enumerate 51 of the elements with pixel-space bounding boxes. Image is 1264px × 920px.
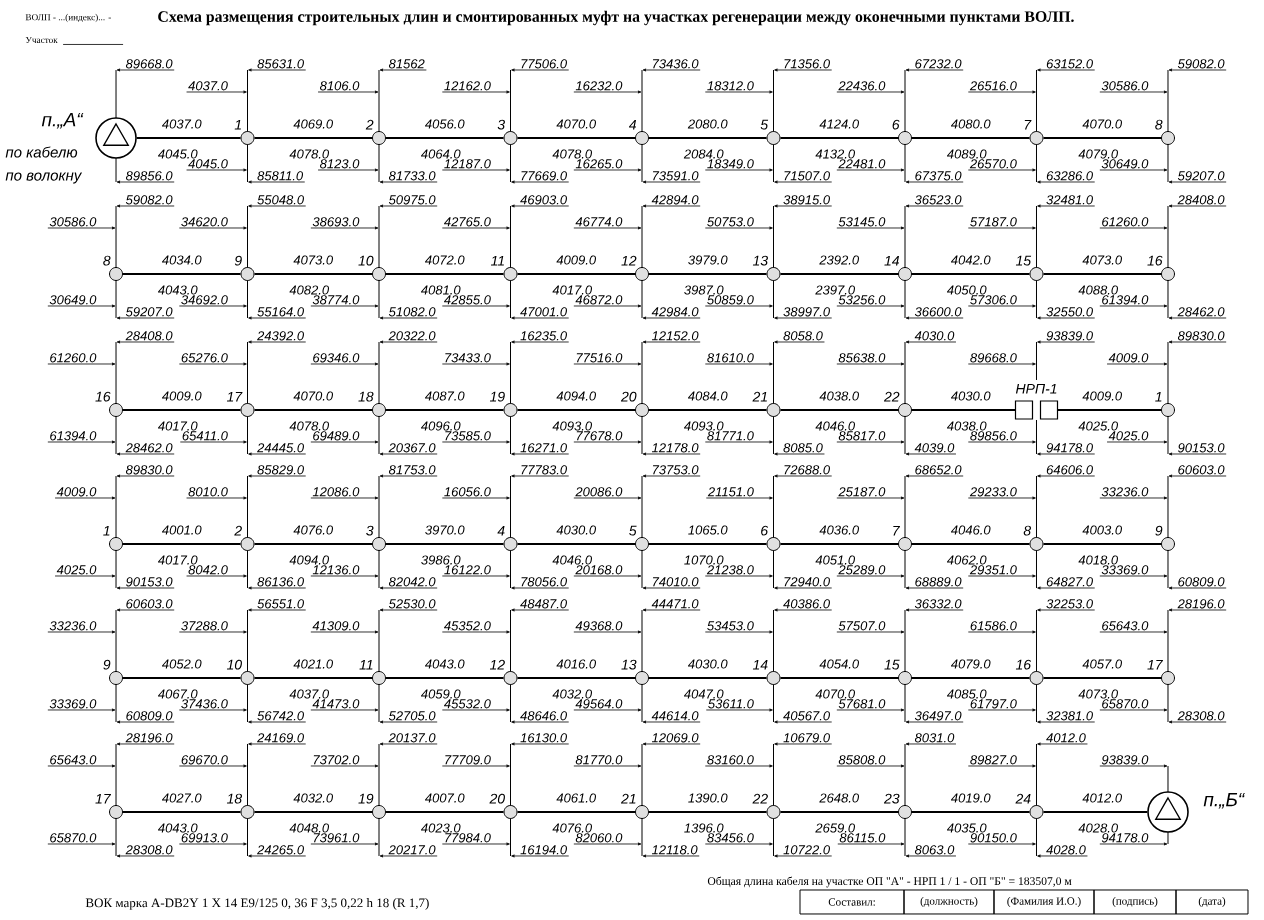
connector-line — [122, 677, 242, 679]
connector-line — [648, 543, 768, 545]
connector-line — [122, 543, 242, 545]
connector-line — [385, 137, 505, 139]
connector-line — [911, 137, 1031, 139]
connector-line — [648, 137, 768, 139]
connector-line — [648, 811, 768, 813]
connector-line — [648, 409, 768, 411]
connector-line — [779, 409, 899, 411]
connector-line — [122, 811, 242, 813]
connector-line — [516, 543, 636, 545]
connector-line — [516, 811, 636, 813]
connector-line — [1042, 137, 1162, 139]
connector-line — [911, 409, 1017, 411]
connector-line — [253, 543, 373, 545]
connector-line — [516, 409, 636, 411]
connector-line — [1042, 811, 1149, 813]
connector-line — [385, 811, 505, 813]
connector-line — [648, 677, 768, 679]
connector-line — [911, 811, 1031, 813]
connector-line — [779, 677, 899, 679]
connector-line — [516, 677, 636, 679]
connector-line — [1042, 273, 1162, 275]
connector-line — [253, 137, 373, 139]
connector-line — [516, 137, 636, 139]
connector-line — [253, 409, 373, 411]
connector-line — [1042, 543, 1162, 545]
connector-line — [253, 273, 373, 275]
connector-line — [253, 677, 373, 679]
connector-line — [648, 273, 768, 275]
connector-line — [385, 677, 505, 679]
connector-line — [135, 137, 242, 139]
node-label: п.„Б“ — [1203, 793, 1245, 809]
connector-line — [385, 543, 505, 545]
node-label: п.„А“ — [41, 113, 84, 129]
connector-line — [253, 811, 373, 813]
connector-line — [516, 273, 636, 275]
connector-line — [122, 273, 242, 275]
connector-line — [1056, 409, 1162, 411]
connector-line — [122, 409, 242, 411]
connector-line — [1042, 677, 1162, 679]
connector-line — [779, 273, 899, 275]
connector-line — [385, 273, 505, 275]
connector-line — [911, 677, 1031, 679]
connector-line — [779, 543, 899, 545]
connector-line — [779, 137, 899, 139]
connector-line — [911, 543, 1031, 545]
connector-line — [779, 811, 899, 813]
connector-line — [385, 409, 505, 411]
connector-line — [911, 273, 1031, 275]
terminal-station: п.„Б“ — [1147, 791, 1245, 833]
